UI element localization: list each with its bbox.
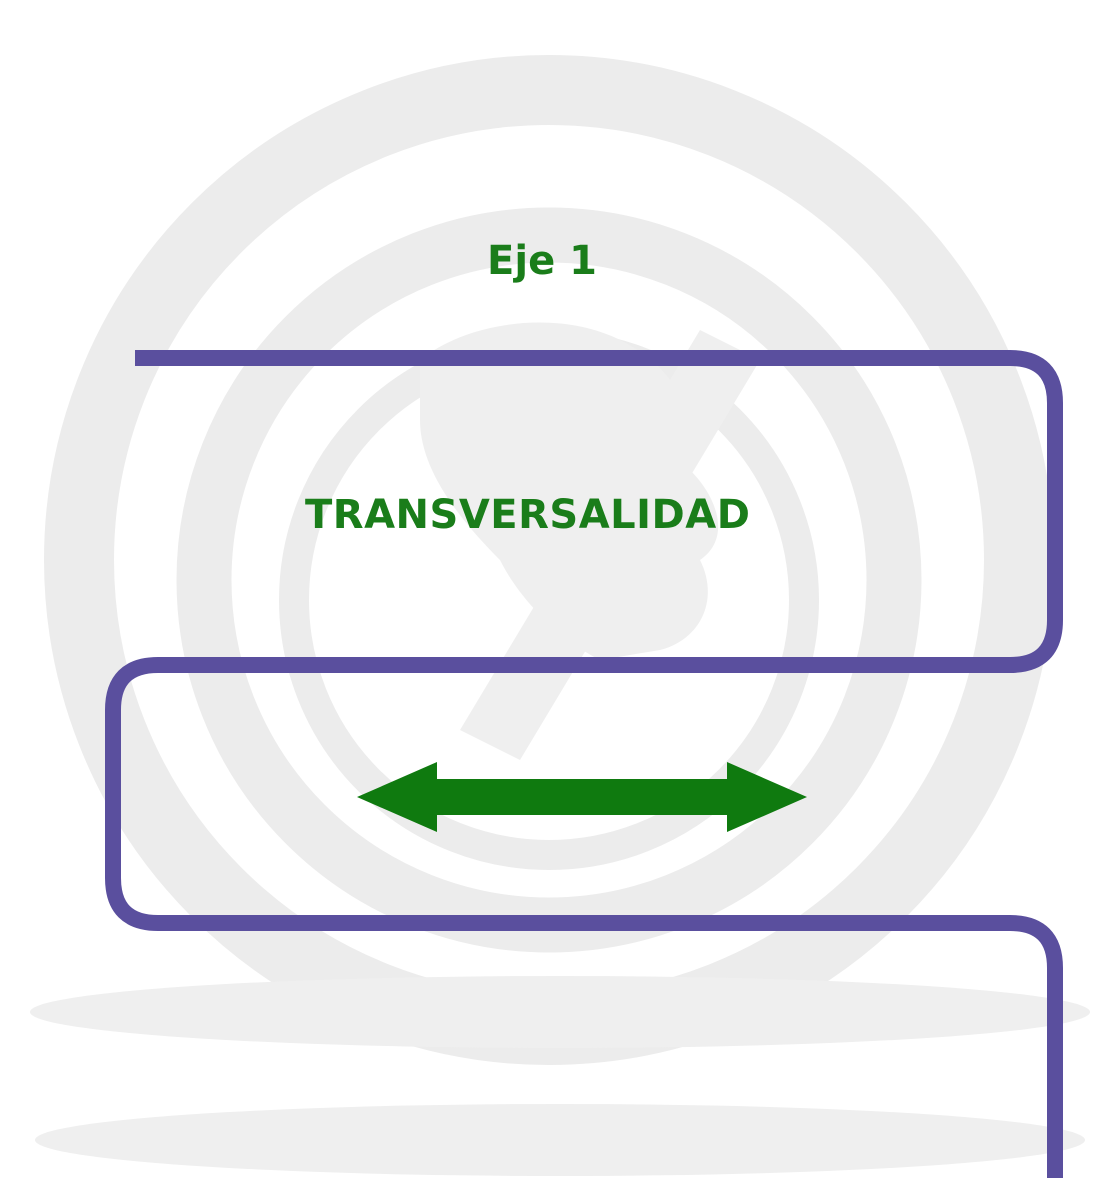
watermark-profile	[420, 322, 719, 660]
concept-label: TRANSVERSALIDAD	[305, 492, 751, 538]
double-headed-arrow-icon	[357, 762, 807, 832]
axis-title: Eje 1	[487, 238, 597, 284]
watermark-shadow-top	[30, 976, 1090, 1048]
watermark-shadow-bottom	[35, 1104, 1085, 1176]
watermark-diagonal	[460, 330, 760, 760]
serpentine-path	[105, 350, 1063, 1178]
